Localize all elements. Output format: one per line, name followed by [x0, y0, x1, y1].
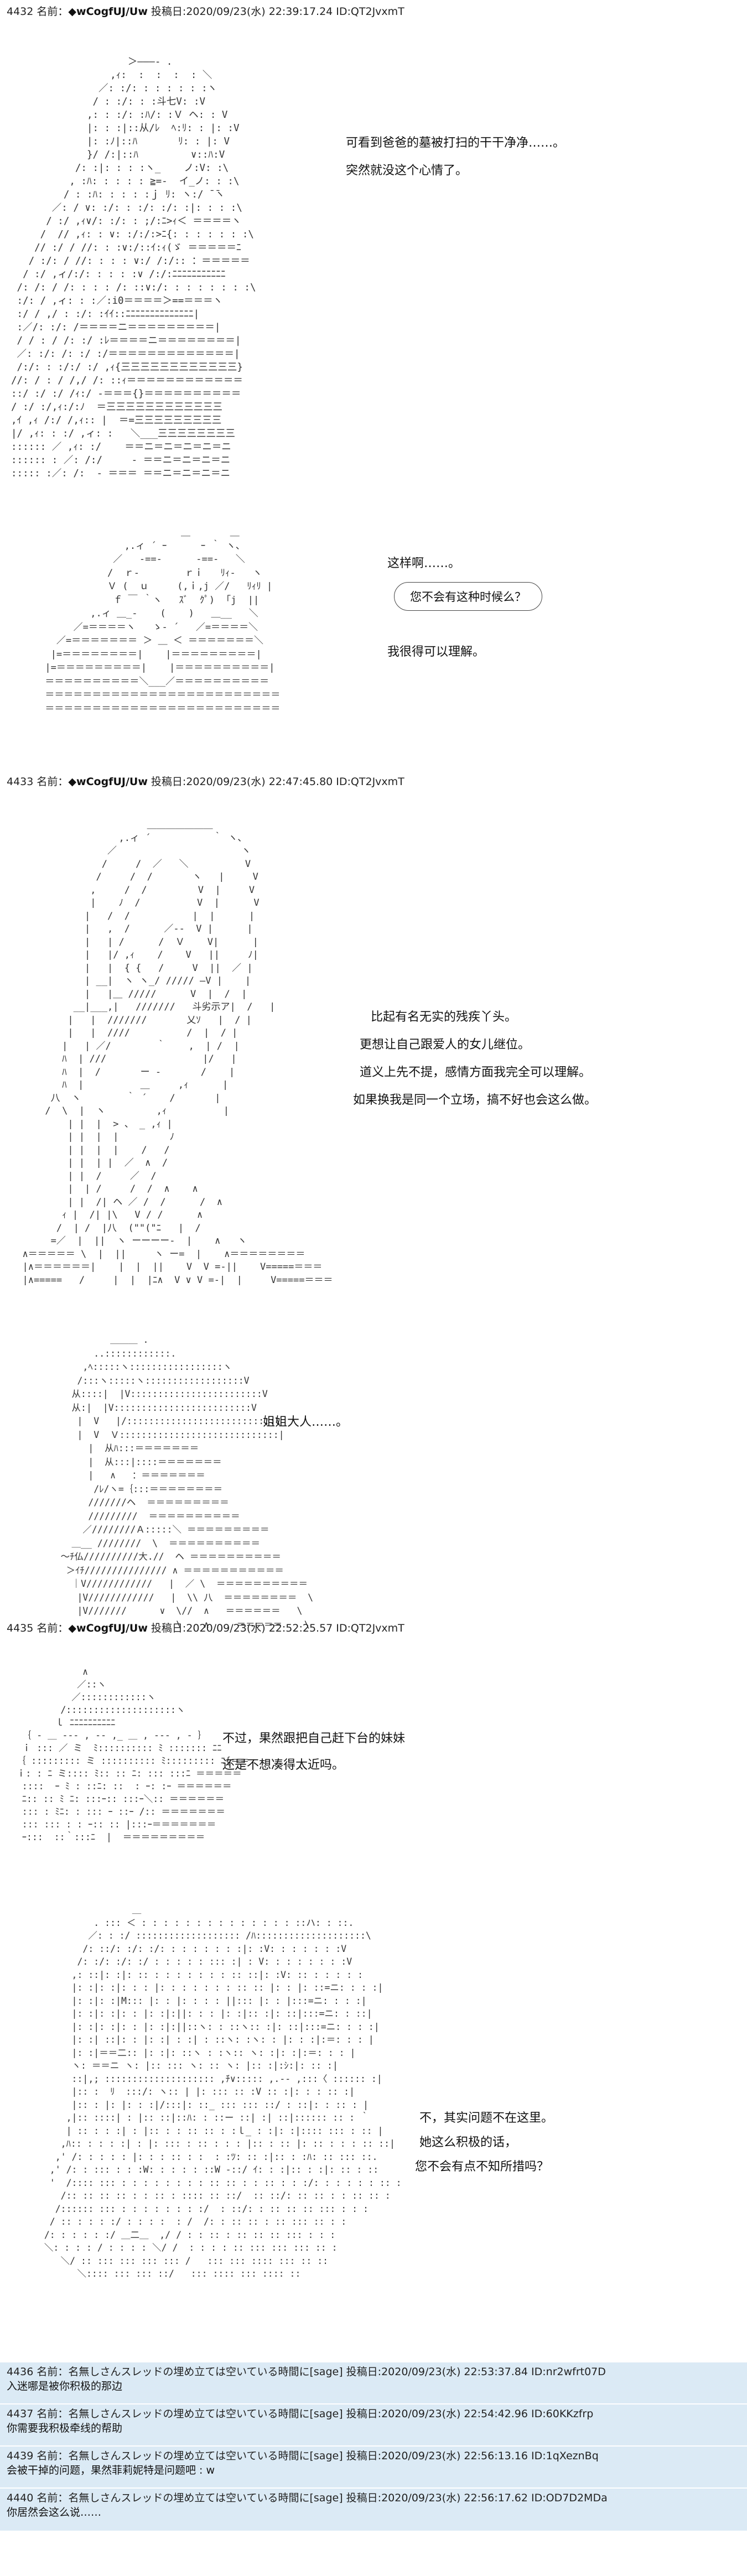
name-label: 名前： [37, 2366, 69, 2378]
date-label: 投稿日: [346, 2492, 382, 2504]
dialogue-line: 这样啊……。 [387, 557, 461, 570]
post-4435: 4435 名前：◆wCogfUJ/Uw 投稿日:2020/09/23(水) 22… [0, 1621, 747, 1635]
post-number[interactable]: 4437 [7, 2408, 34, 2420]
ascii-art-figure-1-right [365, 55, 382, 61]
dialogue-line: 我很得可以理解。 [387, 645, 485, 659]
poster-name: ◆wCogfUJ/Uw [68, 6, 148, 18]
mail-field[interactable]: [sage] [309, 2450, 343, 2462]
reply-header: 4436 名前：名無しさんスレッドの埋め立ては空いている時間に[sage] 投稿… [0, 2362, 747, 2379]
reply-body: 入迷哪是被你积极的那边 [7, 2380, 123, 2392]
post-number[interactable]: 4436 [7, 2366, 34, 2378]
dialogue-line: 姐姐大人……。 [263, 1415, 349, 1429]
post-number[interactable]: 4440 [7, 2492, 34, 2504]
poster-name: ◆wCogfUJ/Uw [68, 776, 148, 788]
post-number[interactable]: 4439 [7, 2450, 34, 2462]
reply-header: 4437 名前：名無しさんスレッドの埋め立ては空いている時間に[sage] 投稿… [0, 2404, 747, 2421]
mail-field[interactable]: [sage] [309, 2408, 343, 2420]
post-date: 2020/09/23(水) 22:56:17.62 ID:OD7D2MDa [381, 2492, 608, 2504]
ascii-art-figure-1: ＞―――- . ,ｨ: : : : : ＼ ／: :/: : : : : : :… [11, 56, 256, 479]
dialogue-line: 不，其实问题不在这里。 [419, 2111, 554, 2125]
name-label: 名前： [37, 2408, 69, 2420]
ascii-art-figure-5: ∧ ／::ヽ ／::::::::::::ヽ /:::::::::::::::::… [16, 1666, 250, 1842]
speech-bubble: 您不会有这种时候么？ [394, 582, 542, 611]
post-date: 2020/09/23(水) 22:52:25.57 ID:QT2JvxmT [186, 1622, 404, 1634]
mail-field[interactable]: [sage] [309, 2492, 343, 2504]
name-label: 名前： [37, 6, 69, 18]
reply-body: 你需要我积极牵线的帮助 [7, 2422, 123, 2434]
date-label: 投稿日: [151, 6, 186, 18]
poster-name: 名無しさんスレッドの埋め立ては空いている時間に [68, 2492, 310, 2504]
date-label: 投稿日: [346, 2366, 382, 2378]
date-label: 投稿日: [346, 2450, 382, 2462]
date-label: 投稿日: [151, 776, 186, 788]
ascii-art-figure-6: ＿ . ::: ＜ : : : : : : : : : : : : : : ::… [44, 1904, 402, 2279]
post-date: 2020/09/23(水) 22:53:37.84 ID:nr2wfrt07D [381, 2366, 606, 2378]
post-date: 2020/09/23(水) 22:39:17.24 ID:QT2JvxmT [186, 6, 404, 18]
poster-name: 名無しさんスレッドの埋め立ては空いている時間に [68, 2408, 310, 2420]
dialogue-line: 道义上先不提，感情方面我完全可以理解。 [360, 1066, 592, 1079]
dialogue-line: 更想让自己跟爱人的女儿继位。 [360, 1038, 531, 1052]
reply-header: 4440 名前：名無しさんスレッドの埋め立ては空いている時間に[sage] 投稿… [0, 2489, 747, 2505]
post-header: 4435 名前：◆wCogfUJ/Uw 投稿日:2020/09/23(水) 22… [0, 1621, 747, 1635]
name-label: 名前： [37, 1622, 69, 1634]
post-4432: 4432 名前：◆wCogfUJ/Uw 投稿日:2020/09/23(水) 22… [0, 4, 747, 19]
name-label: 名前： [37, 776, 69, 788]
post-number[interactable]: 4435 [7, 1622, 34, 1634]
poster-name: ◆wCogfUJ/Uw [68, 1622, 148, 1634]
reply-body: 你居然会这么说…… [7, 2506, 102, 2518]
post-header: 4433 名前：◆wCogfUJ/Uw 投稿日:2020/09/23(水) 22… [0, 775, 747, 789]
dialogue-line: 如果换我是同一个立场，搞不好也会这么做。 [353, 1093, 597, 1107]
reply-header: 4439 名前：名無しさんスレッドの埋め立ては空いている時間に[sage] 投稿… [0, 2447, 747, 2463]
dialogue-line: 还是不想凑得太近吗。 [222, 1758, 345, 1772]
reply-body: 会被干掉的问题，果然菲莉妮特是问题吧 : w [7, 2464, 215, 2476]
reply-4437: 4437 名前：名無しさんスレッドの埋め立ては空いている時間に[sage] 投稿… [0, 2403, 747, 2447]
date-label: 投稿日: [151, 1622, 186, 1634]
ascii-art-figure-3: ＿＿＿＿＿＿＿ ,.ィ ´ ｀ ヽ、 ／ ヽ / / ／ ＼ V / / / ヽ… [22, 819, 333, 1286]
ascii-art-figure-2: ＿ ＿ ,.ィ ´ ｰ ｰ ｀ ヽ、 ／ ‐==‐ ‐==‐ ＼ / ｒ‐ ｒｉ… [45, 527, 281, 714]
dialogue-line: 突然就没这个心情了。 [346, 164, 468, 178]
post-date: 2020/09/23(水) 22:54:42.96 ID:60KKzfrp [381, 2408, 594, 2420]
dialogue-line: 她这么积极的话， [419, 2136, 517, 2149]
reply-4439: 4439 名前：名無しさんスレッドの埋め立ては空いている時間に[sage] 投稿… [0, 2445, 747, 2489]
mail-field[interactable]: [sage] [309, 2366, 343, 2378]
post-number[interactable]: 4432 [7, 6, 34, 18]
poster-name: 名無しさんスレッドの埋め立ては空いている時間に [68, 2366, 310, 2378]
post-date: 2020/09/23(水) 22:56:13.16 ID:1qXeznBq [381, 2450, 599, 2462]
dialogue-line: 可看到爸爸的墓被打扫的干干净净……。 [346, 136, 566, 150]
post-4433: 4433 名前：◆wCogfUJ/Uw 投稿日:2020/09/23(水) 22… [0, 775, 747, 789]
post-number[interactable]: 4433 [7, 776, 34, 788]
post-header: 4432 名前：◆wCogfUJ/Uw 投稿日:2020/09/23(水) 22… [0, 4, 747, 19]
date-label: 投稿日: [346, 2408, 382, 2420]
dialogue-line: 您不会有点不知所措吗？ [415, 2160, 549, 2174]
dialogue-line: 比起有名无实的残疾丫头。 [371, 1010, 517, 1024]
name-label: 名前： [37, 2492, 69, 2504]
poster-name: 名無しさんスレッドの埋め立ては空いている時間に [68, 2450, 310, 2462]
reply-4440: 4440 名前：名無しさんスレッドの埋め立ては空いている時間に[sage] 投稿… [0, 2487, 747, 2531]
reply-4436: 4436 名前：名無しさんスレッドの埋め立ては空いている時間に[sage] 投稿… [0, 2361, 747, 2404]
name-label: 名前： [37, 2450, 69, 2462]
ascii-art-figure-4: ＿＿＿ . ..::::::::::::. ,ﾍ:::::ヽ::::::::::… [60, 1334, 314, 1630]
dialogue-line: 不过，果然跟把自己赶下台的妹妹 [222, 1732, 406, 1746]
post-date: 2020/09/23(水) 22:47:45.80 ID:QT2JvxmT [186, 776, 404, 788]
